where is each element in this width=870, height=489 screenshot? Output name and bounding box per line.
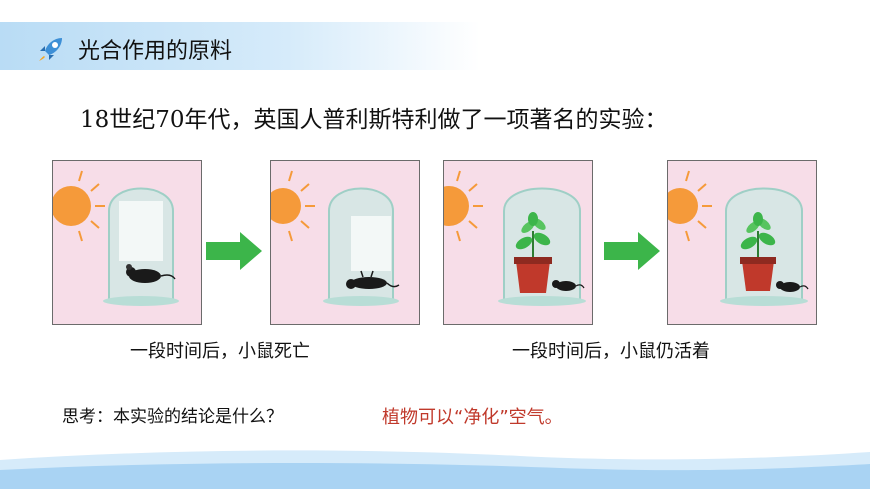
experiment-panel-mouse-start	[52, 160, 202, 325]
experiment-panel-plant-mouse-start	[443, 160, 593, 325]
potted-plant-icon	[740, 212, 776, 291]
rocket-icon	[39, 38, 62, 61]
sun-icon	[668, 170, 712, 242]
potted-plant-icon	[514, 212, 552, 293]
intro-text: 18世纪70年代，英国人普利斯特利做了一项著名的实验：	[80, 107, 668, 133]
experiment-panel-plant-mouse-alive	[667, 160, 817, 325]
dead-mouse-icon	[346, 270, 400, 289]
arrow-right-icon	[206, 232, 262, 270]
mouse-icon	[552, 280, 585, 291]
sun-icon	[53, 170, 105, 242]
footer-wave	[0, 450, 870, 489]
mouse-icon	[776, 281, 809, 292]
page-title: 光合作用的原料	[78, 39, 233, 64]
caption-mouse-dead: 一段时间后，小鼠死亡	[130, 341, 310, 362]
sun-icon	[271, 170, 315, 242]
mouse-icon	[126, 264, 176, 283]
question-text: 思考：本实验的结论是什么？	[62, 407, 283, 427]
experiment-panel-mouse-dead	[270, 160, 420, 325]
sun-icon	[444, 170, 483, 242]
arrow-right-icon	[604, 232, 660, 270]
caption-mouse-alive: 一段时间后，小鼠仍活着	[512, 341, 710, 362]
title-band	[0, 22, 480, 70]
answer-text: 植物可以“净化”空气。	[382, 407, 563, 428]
